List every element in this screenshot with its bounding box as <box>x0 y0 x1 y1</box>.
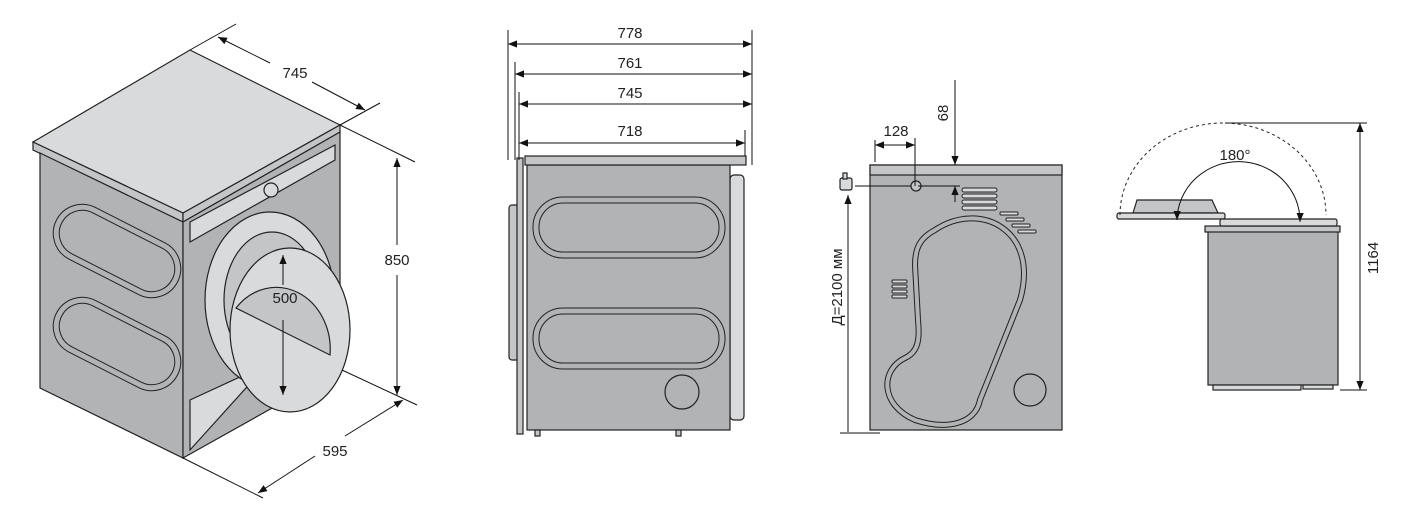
dimension-door-label: 500 <box>272 290 297 307</box>
open-lid <box>1132 199 1219 214</box>
angle-label: 180° <box>1219 147 1250 164</box>
dimension-778-label: 778 <box>617 25 642 42</box>
isometric-view: 745 850 595 500 <box>31 23 418 499</box>
dimension-width-label: 595 <box>322 443 347 460</box>
dimension-718-label: 718 <box>617 123 642 140</box>
dimension-745-label: 745 <box>617 85 642 102</box>
side-body <box>526 164 731 431</box>
dimension-68-label: 68 <box>935 105 952 122</box>
angle-arrow <box>1173 161 1304 223</box>
dimension-depth-label: 745 <box>282 65 307 82</box>
control-panel <box>189 144 336 244</box>
power-plug-icon <box>839 172 853 191</box>
side-view: 778 761 745 718 <box>507 25 753 437</box>
dimension-height-label: 850 <box>384 252 409 269</box>
swing-arc <box>1119 122 1327 216</box>
dimension-128-label: 128 <box>883 123 908 140</box>
dimension-761-label: 761 <box>617 55 642 72</box>
cord-length-label: Д=2100 мм <box>829 248 846 325</box>
lid-open-view: 180° 1164 <box>1116 122 1382 391</box>
lid-view-body <box>1207 229 1339 386</box>
total-height-label: 1164 <box>1365 242 1382 274</box>
back-view: 128 68 Д=2100 мм <box>829 80 1063 434</box>
top-slab <box>524 155 747 166</box>
program-knob <box>263 182 279 198</box>
